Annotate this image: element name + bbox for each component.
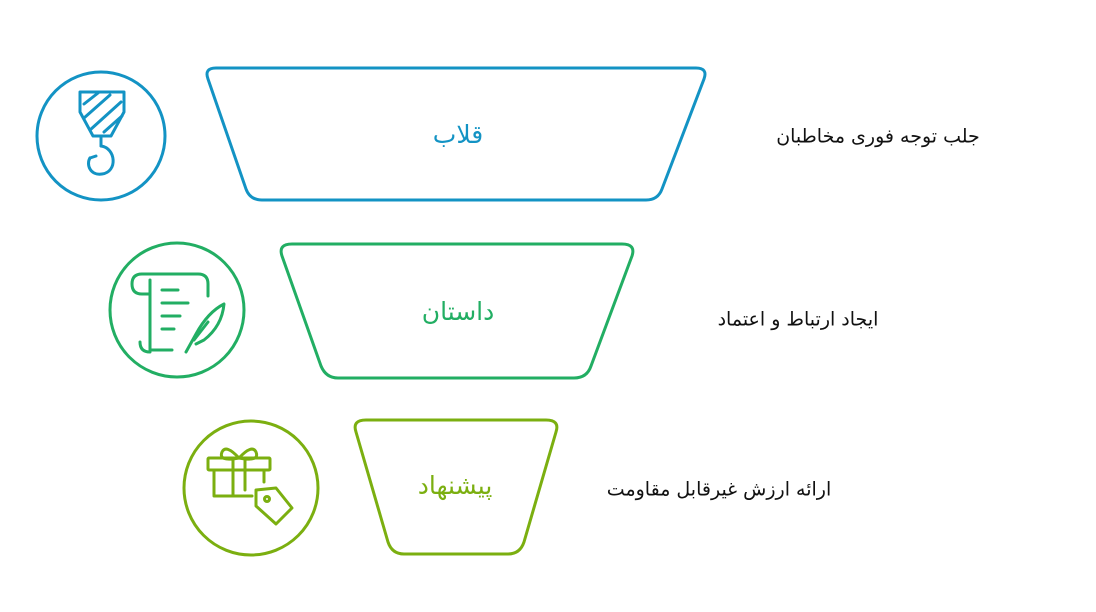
stage-title-offer: پیشنهاد [418, 471, 493, 501]
funnel-segment-hook [205, 66, 707, 202]
stage-title-hook: قلاب [433, 120, 483, 149]
stage-story: داستان ایجاد ارتباط و اعتماد [108, 241, 879, 380]
stage-hook: قلاب جلب توجه فوری مخاطبان [35, 66, 980, 202]
stage-desc-offer: ارائه ارزش غیرقابل مقاومت [607, 479, 831, 501]
funnel-segment-story [279, 242, 635, 380]
scroll-quill-icon [108, 241, 246, 379]
stage-offer: پیشنهاد ارائه ارزش غیرقابل مقاومت [182, 418, 831, 557]
crane-hook-icon [35, 70, 167, 202]
stage-desc-story: ایجاد ارتباط و اعتماد [718, 309, 879, 331]
stage-desc-hook: جلب توجه فوری مخاطبان [776, 126, 980, 148]
stage-title-story: داستان [422, 297, 495, 326]
funnel-segment-offer [353, 418, 559, 556]
gift-tag-icon [182, 419, 320, 557]
